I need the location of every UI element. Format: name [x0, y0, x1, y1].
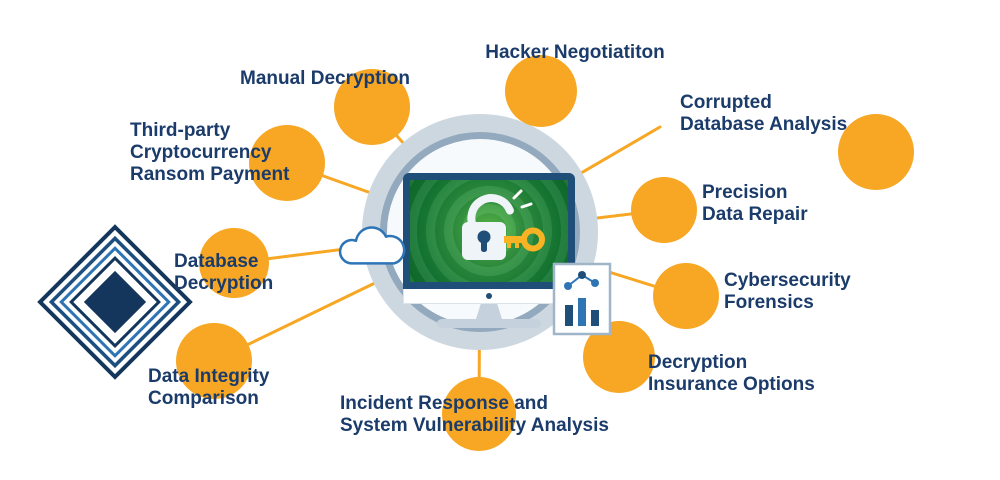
label-incident-response: Incident Response and System Vulnerabili…: [340, 393, 609, 437]
label-cybersecurity-forensics: Cybersecurity Forensics: [724, 270, 851, 314]
padlock-key-icon: [462, 189, 545, 260]
monitor-chin: [403, 289, 575, 304]
label-precision-data-repair: Precision Data Repair: [702, 182, 808, 226]
monitor-camera-dot: [486, 293, 492, 299]
label-corrupted-database: Corrupted Database Analysis: [680, 92, 848, 136]
node-circle-hacker-negotiation: [505, 55, 577, 127]
node-circle-incident-response: [442, 377, 516, 451]
label-decryption-insurance: Decryption Insurance Options: [648, 352, 815, 396]
label-hacker-negotiation: Hacker Negotiatiton: [485, 42, 665, 63]
diamond-tunnel-icon: [37, 224, 193, 380]
cloud-icon: [338, 226, 406, 265]
label-database-decryption: Database Decryption: [174, 251, 274, 295]
monitor-stand-neck: [476, 304, 502, 319]
monitor-frame: [403, 173, 575, 289]
label-third-party-payment: Third-party Cryptocurrency Ransom Paymen…: [130, 120, 290, 186]
chart-document-icon: [552, 262, 612, 336]
monitor-screen: [410, 180, 568, 282]
node-circle-data-integrity: [176, 323, 252, 399]
node-circle-third-party-payment: [249, 125, 325, 201]
label-data-integrity: Data Integrity Comparison: [148, 366, 270, 410]
node-circle-corrupted-database: [838, 114, 914, 190]
node-circle-precision-data-repair: [631, 177, 697, 243]
monitor-stand-base: [437, 319, 541, 328]
locked-monitor-icon: [403, 173, 575, 328]
node-circle-database-decryption: [199, 228, 269, 298]
label-manual-decryption: Manual Decryption: [240, 68, 410, 89]
node-circle-cybersecurity-forensics: [653, 263, 719, 329]
node-circle-manual-decryption: [334, 69, 410, 145]
